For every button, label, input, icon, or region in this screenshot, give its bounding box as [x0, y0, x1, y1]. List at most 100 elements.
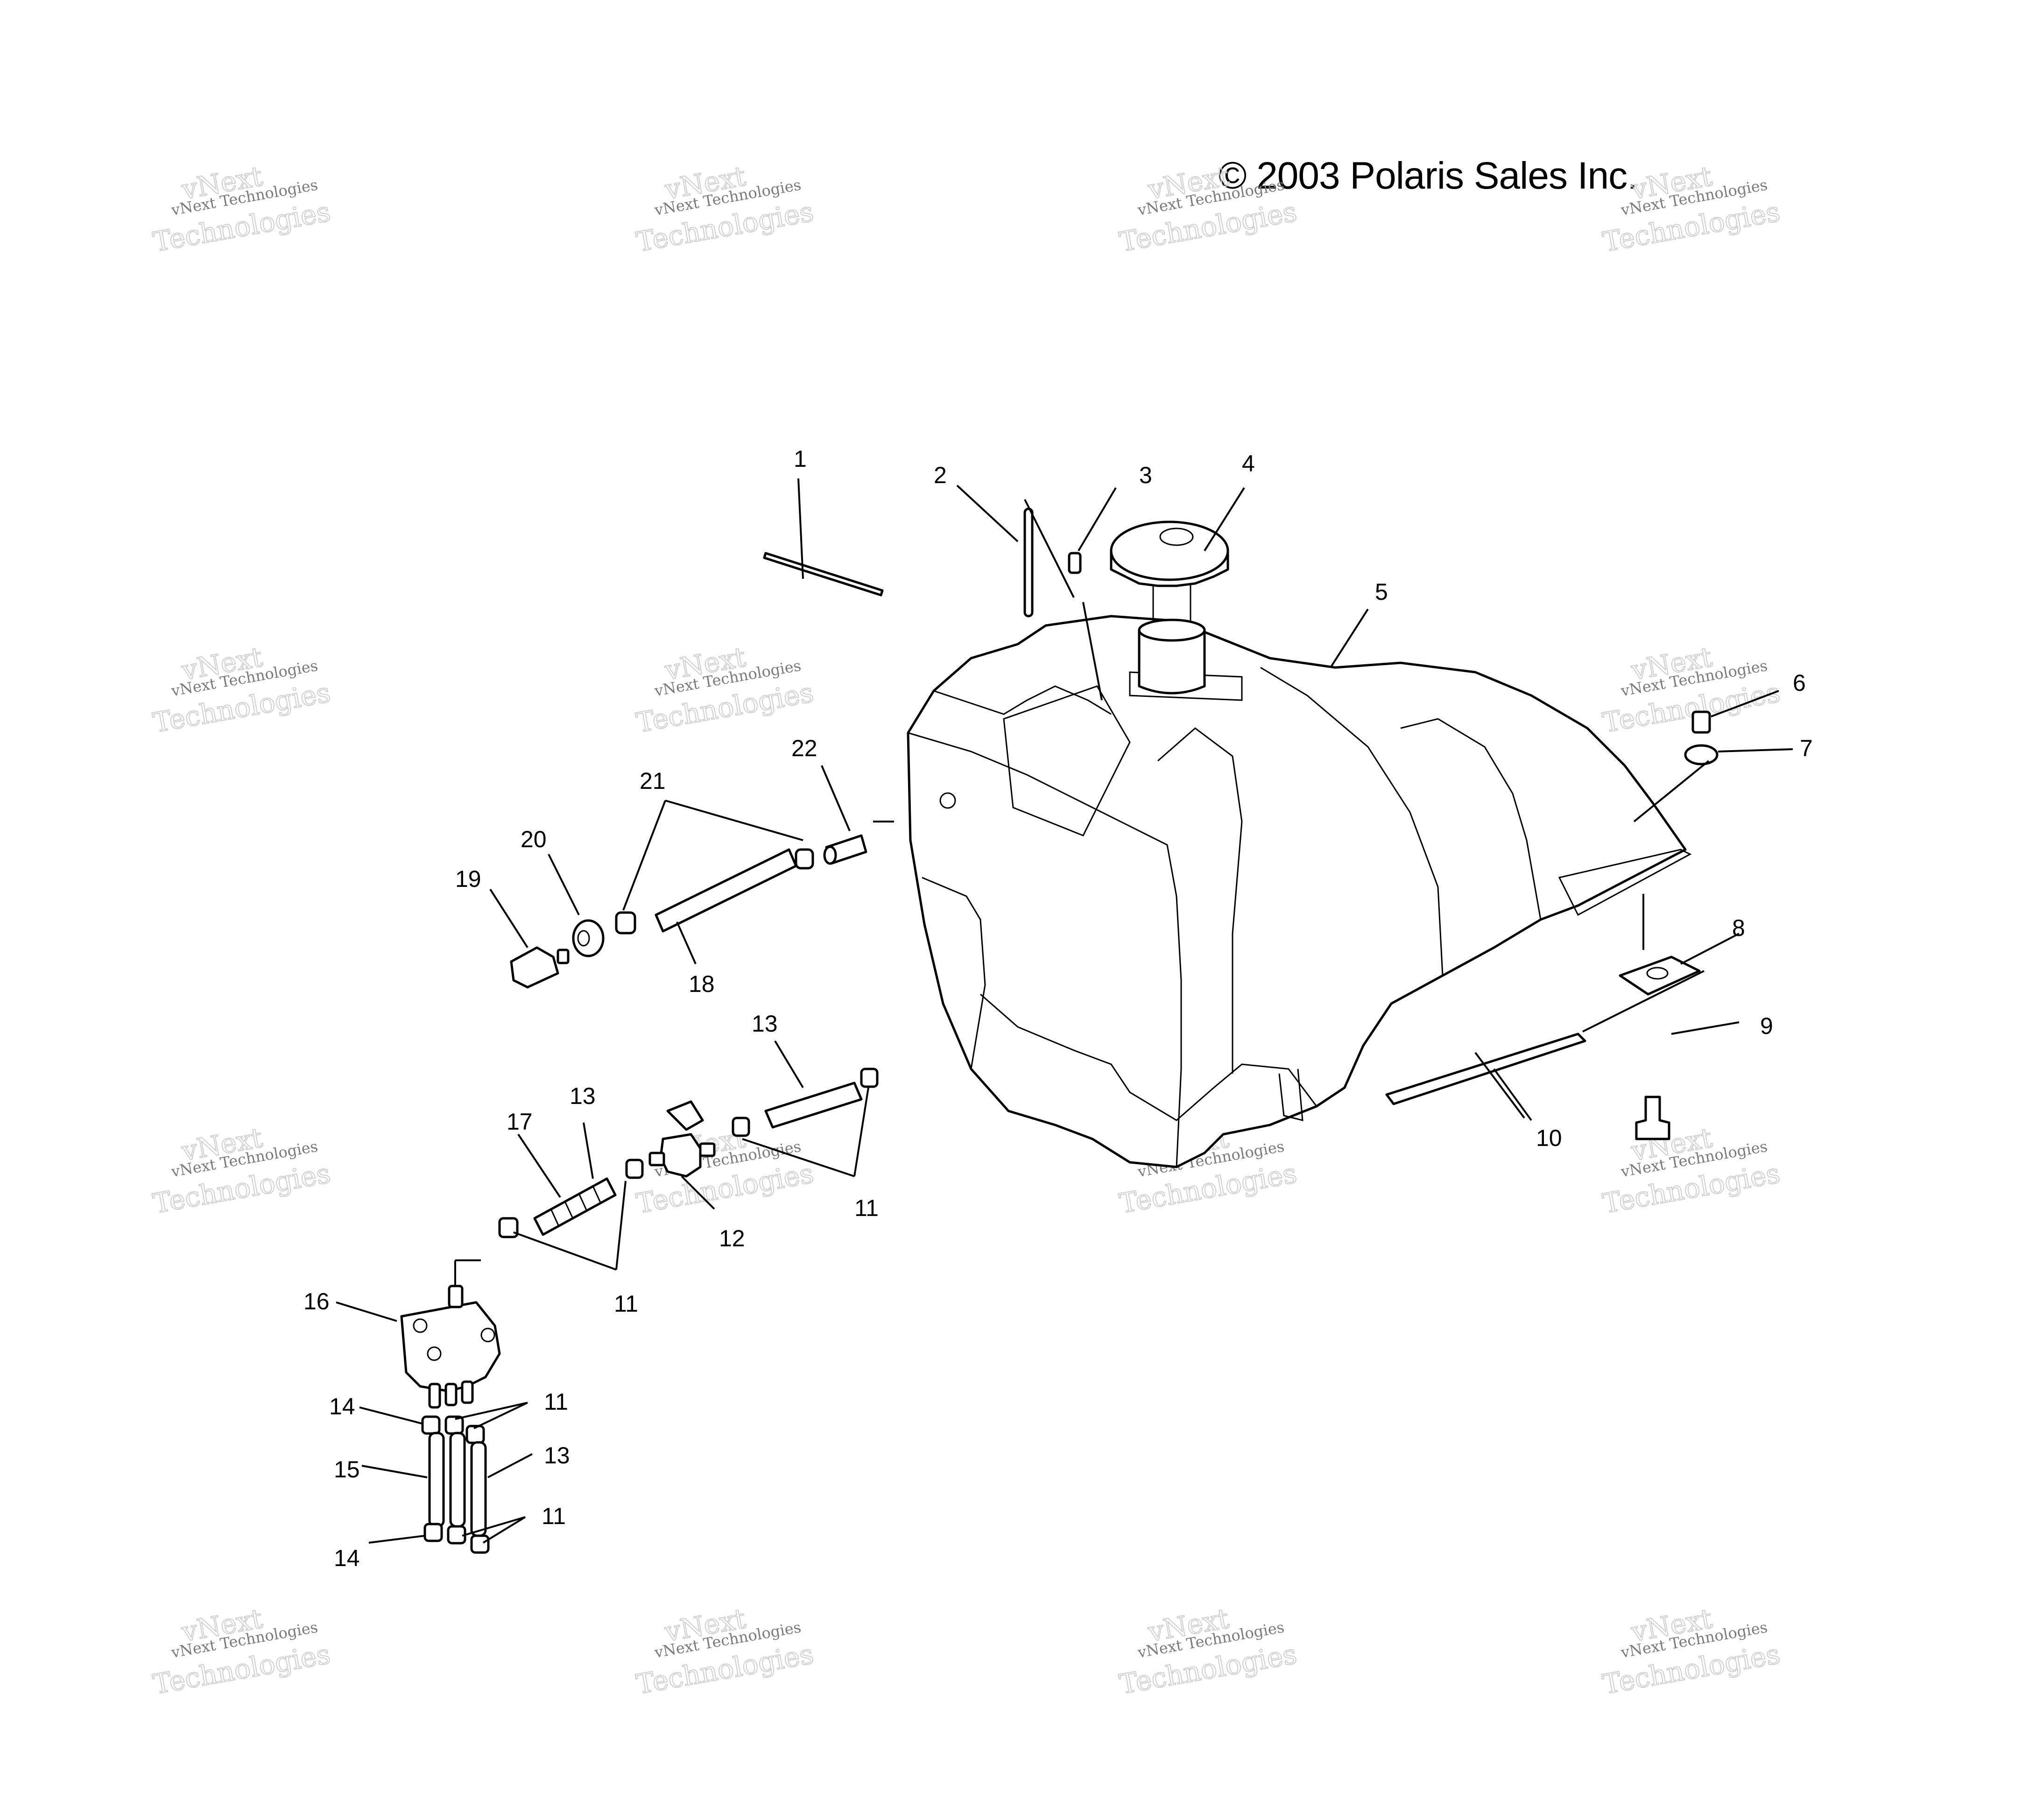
filler-neck — [1138, 579, 1206, 695]
fuel-tank-vent-hole — [939, 792, 956, 809]
part-17-ribbed-hose — [533, 1177, 617, 1236]
leader-9b — [1493, 1068, 1532, 1121]
leader-20 — [548, 854, 580, 915]
leader-13-mid — [583, 1122, 594, 1179]
part-18-hose — [655, 848, 797, 933]
part-8-pad — [1619, 956, 1701, 996]
part-16-pump-outlet-3 — [461, 1380, 474, 1404]
part-12-petcock-outlet — [648, 1152, 665, 1166]
callout-11-bottom: 11 — [542, 1503, 566, 1529]
fuel-tank-saddle-inner — [1400, 718, 1542, 920]
callout-17: 17 — [507, 1109, 533, 1135]
part-15-hose — [428, 1432, 445, 1528]
part-14-clamp-top — [421, 1415, 441, 1435]
part-3-clip — [1068, 552, 1082, 574]
part-11-clamp-b — [732, 1117, 750, 1137]
callout-16: 16 — [303, 1288, 330, 1314]
rib — [564, 1201, 573, 1218]
part-17-ribs — [550, 1186, 601, 1226]
callout-21: 21 — [640, 768, 666, 794]
leader-2 — [956, 485, 1019, 542]
leader-13-upper — [774, 1040, 804, 1089]
part-12-petcock-inlet — [699, 1142, 716, 1157]
copyright-notice: © 2003 Polaris Sales Inc. — [1219, 155, 1638, 197]
leader-8 — [1680, 933, 1740, 965]
callout-10: 10 — [1536, 1125, 1562, 1151]
watermark-5: vNext vNext Technologies Technologies — [150, 640, 333, 739]
part-7-washer — [1684, 744, 1719, 766]
part-16-pump-bolt-2 — [427, 1346, 442, 1361]
callout-6: 6 — [1793, 670, 1806, 696]
leader-11-mid-a — [615, 1181, 627, 1270]
fuel-tank-tunnel — [1003, 685, 1131, 836]
fuel-cap — [1110, 520, 1229, 587]
leader-11-bottom-b — [482, 1516, 526, 1544]
watermark-2: vNext vNext Technologies Technologies — [634, 160, 817, 259]
leader-1 — [797, 478, 804, 579]
leader-lines — [336, 478, 1793, 1544]
watermark-4: vNext vNext Technologies Technologies — [1600, 160, 1783, 259]
leader-14-top — [359, 1406, 423, 1425]
leader-10 — [1474, 1052, 1525, 1119]
watermark-12: vNext vNext Technologies Technologies — [1600, 1121, 1783, 1220]
callout-11-mid: 11 — [614, 1291, 638, 1317]
part-22-fitting-end — [823, 845, 837, 865]
leader-22 — [821, 765, 851, 831]
leader-7 — [1718, 748, 1793, 752]
callout-1: 1 — [794, 446, 807, 472]
callout-18: 18 — [689, 971, 715, 997]
part-11-clamp-d — [498, 1217, 519, 1238]
callout-labels: 1 2 3 4 5 6 7 8 9 10 11 11 11 11 12 13 1… — [303, 446, 1813, 1571]
part-19-valve — [510, 946, 559, 989]
part-2-pin — [1023, 507, 1034, 618]
fuel-tank-saddle — [1260, 667, 1444, 976]
part-16-pump-outlet-2 — [444, 1383, 458, 1406]
part-1-tie-strap — [763, 552, 884, 597]
callout-3: 3 — [1139, 462, 1152, 488]
part-16-pump-bolt-3 — [480, 1328, 495, 1342]
fuel-tank-body — [907, 615, 1687, 1168]
callout-15: 15 — [334, 1456, 360, 1483]
part-16-pump-bolt-1 — [413, 1318, 428, 1333]
fuel-tank-center-hump — [1157, 727, 1243, 1074]
callout-13-upper: 13 — [752, 1011, 778, 1037]
watermark-13: vNext vNext Technologies Technologies — [150, 1602, 333, 1701]
leader-15 — [361, 1465, 428, 1478]
callout-2: 2 — [934, 462, 947, 488]
leader-13-lower — [487, 1453, 533, 1478]
leader-11-mid-b — [513, 1231, 617, 1271]
fuel-tank-left-ridge — [933, 685, 1112, 715]
filler-neck-opening — [1138, 618, 1206, 642]
callout-8: 8 — [1732, 915, 1745, 941]
leader-6 — [1711, 690, 1779, 717]
part-11-clamp-a — [860, 1068, 879, 1088]
leader-11-bottom-a — [462, 1516, 526, 1537]
callout-13-mid: 13 — [570, 1083, 596, 1109]
rib — [592, 1186, 601, 1203]
part-14-clamp-bottom — [423, 1523, 443, 1542]
callout-14-bottom: 14 — [334, 1545, 360, 1571]
watermark-16: vNext vNext Technologies Technologies — [1600, 1602, 1783, 1701]
part-9-bolt — [1635, 1096, 1670, 1140]
fuel-tank-side-step — [1278, 1068, 1303, 1121]
leader-14-bottom — [368, 1535, 425, 1544]
fuel-tank-mount-tab — [1558, 849, 1692, 916]
watermark-15: vNext vNext Technologies Technologies — [1117, 1602, 1300, 1701]
callout-7: 7 — [1800, 735, 1813, 761]
part-21-clamp-left — [615, 911, 636, 935]
callout-13-lower: 13 — [544, 1442, 570, 1469]
leader-8b — [1582, 970, 1705, 1033]
fuel-line-assembly — [400, 834, 879, 1554]
callout-19: 19 — [455, 866, 481, 892]
watermark-6: vNext vNext Technologies Technologies — [634, 640, 817, 739]
part-11-clamp-bottom-right — [470, 1534, 490, 1554]
part-16-pump-outlet-1 — [428, 1383, 441, 1409]
part-12-petcock-lever — [666, 1100, 704, 1131]
watermark-14: vNext vNext Technologies Technologies — [634, 1602, 817, 1701]
watermark-3: vNext vNext Technologies Technologies — [1117, 160, 1300, 259]
leader-3b — [1082, 602, 1103, 701]
leader-7b — [1633, 760, 1710, 822]
leader-21-a — [665, 800, 803, 841]
